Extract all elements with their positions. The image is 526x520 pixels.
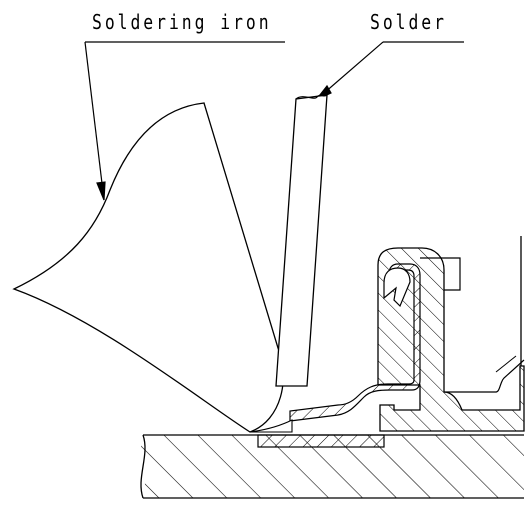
label-soldering-iron: Soldering iron	[92, 10, 272, 34]
copper-pad	[257, 434, 385, 448]
solder-fillet	[249, 419, 293, 433]
solder-wire	[275, 94, 328, 387]
leader-soldering-iron	[84, 41, 285, 201]
label-solder: Solder	[370, 10, 447, 34]
connector-housing	[377, 236, 525, 432]
pcb-board	[140, 434, 524, 499]
leader-solder	[315, 41, 464, 101]
soldering-iron-tip	[12, 102, 284, 433]
